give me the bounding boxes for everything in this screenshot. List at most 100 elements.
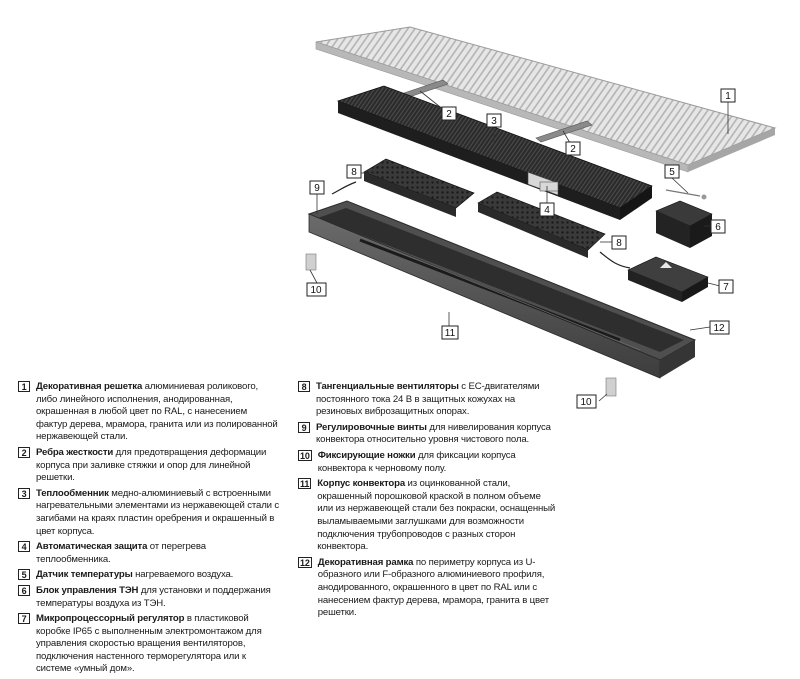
legend-title: Ребра жесткости bbox=[36, 446, 114, 458]
legend-text: Автоматическая защита от перегрева тепло… bbox=[36, 541, 280, 566]
callout-2b: 2 bbox=[565, 141, 581, 156]
legend-number: 2 bbox=[18, 446, 30, 458]
legend-item: 10 Фиксирующие ножки для фиксации корпуса… bbox=[298, 449, 556, 475]
callout-1: 1 bbox=[720, 88, 736, 103]
legend-text: Корпус конвектора из оцинкованной стали,… bbox=[317, 478, 556, 554]
legend-description: для установки и поддержания температуры … bbox=[36, 584, 271, 609]
legend-item: 1 Декоративная решетка алюминиевая ролико… bbox=[18, 381, 280, 444]
legend-item: 12 Декоративная рамка по периметру корпус… bbox=[298, 556, 556, 620]
legend-title: Датчик температуры bbox=[36, 569, 133, 581]
legend-item: 8 Тангенциальные вентиляторы с EC-двигате… bbox=[298, 381, 556, 419]
legend-left-column: 1 Декоративная решетка алюминиевая ролико… bbox=[18, 381, 280, 679]
legend-number: 5 bbox=[18, 569, 30, 581]
legend-text: Микропроцессорный регулятор в пластиково… bbox=[36, 613, 280, 676]
legend-text: Тангенциальные вентиляторы с EC-двигател… bbox=[316, 381, 556, 419]
legend-text: Теплообменник медно-алюминиевый с встрое… bbox=[36, 488, 280, 538]
legend-number: 9 bbox=[298, 421, 310, 433]
legend-title: Корпус конвектора bbox=[317, 478, 406, 490]
legend-item: 4 Автоматическая защита от перегрева тепл… bbox=[18, 541, 280, 566]
svg-text:7: 7 bbox=[723, 282, 729, 293]
callout-3: 3 bbox=[486, 113, 502, 128]
legend-text: Декоративная решетка алюминиевая роликов… bbox=[36, 381, 280, 444]
legend-description: алюминиевая роликового, либо линейного и… bbox=[36, 381, 278, 443]
svg-text:10: 10 bbox=[580, 397, 592, 408]
fixing-leg bbox=[305, 253, 617, 397]
legend-text: Блок управления ТЭН для установки и подд… bbox=[36, 585, 280, 610]
legend-number: 4 bbox=[18, 541, 30, 553]
legend-number: 1 bbox=[18, 381, 30, 392]
legend-item: 6 Блок управления ТЭН для установки и под… bbox=[18, 584, 280, 610]
callout-6: 6 bbox=[710, 219, 726, 234]
tangential-fan bbox=[331, 158, 631, 269]
svg-text:2: 2 bbox=[570, 144, 576, 155]
legend-number: 10 bbox=[298, 449, 312, 461]
decorative-grate bbox=[315, 26, 777, 173]
legend-title: Декоративная решетка bbox=[36, 381, 143, 392]
svg-text:10: 10 bbox=[310, 285, 322, 296]
callout-2: 2 bbox=[441, 106, 457, 121]
legend-title: Теплообменник bbox=[36, 487, 109, 499]
svg-text:8: 8 bbox=[616, 238, 622, 249]
svg-text:9: 9 bbox=[314, 183, 320, 194]
svg-text:4: 4 bbox=[544, 205, 550, 216]
svg-text:8: 8 bbox=[351, 167, 357, 178]
legend-number: 3 bbox=[18, 487, 30, 499]
microprocessor-controller bbox=[627, 256, 709, 302]
legend-item: 5 Датчик температуры нагреваемого воздуха… bbox=[18, 569, 280, 582]
legend-number: 11 bbox=[298, 478, 312, 490]
svg-text:11: 11 bbox=[445, 328, 456, 339]
svg-text:1: 1 bbox=[725, 91, 731, 102]
legend-title: Декоративная рамка bbox=[317, 556, 414, 568]
callout-8: 8 bbox=[346, 164, 362, 179]
legend-number: 6 bbox=[18, 584, 30, 596]
svg-text:6: 6 bbox=[715, 222, 721, 233]
callout-4: 4 bbox=[539, 202, 555, 217]
convector-body bbox=[307, 200, 697, 379]
legend-description: нагреваемого воздуха. bbox=[132, 569, 234, 581]
legend-text: Декоративная рамка по периметру корпуса … bbox=[318, 557, 556, 620]
callout-10: 10 bbox=[306, 282, 327, 297]
legend-description: из оцинкованной стали, окрашенный порошк… bbox=[317, 478, 556, 553]
overheat-protection bbox=[539, 181, 559, 192]
legend-text: Датчик температуры нагреваемого воздуха. bbox=[36, 569, 280, 582]
callout-10b: 10 bbox=[576, 394, 597, 409]
callout-7: 7 bbox=[718, 279, 734, 294]
temperature-sensor bbox=[665, 189, 707, 200]
legend-number: 8 bbox=[298, 381, 310, 392]
legend-number: 12 bbox=[298, 556, 312, 568]
svg-text:12: 12 bbox=[713, 323, 725, 334]
legend-number: 7 bbox=[18, 613, 30, 625]
legend-description: от перегрева теплообменника. bbox=[36, 541, 206, 565]
legend-text: Регулировочные винты для нивелирования к… bbox=[316, 422, 556, 447]
legend-item: 2 Ребра жесткости для предотвращения дефо… bbox=[18, 446, 280, 485]
legend-description: для нивелирования корпуса конвектора отн… bbox=[316, 421, 551, 446]
legend-item: 7 Микропроцессорный регулятор в пластиков… bbox=[18, 613, 280, 676]
svg-text:3: 3 bbox=[491, 116, 497, 127]
legend-right-column: 8 Тангенциальные вентиляторы с EC-двигате… bbox=[298, 381, 556, 623]
callout-8b: 8 bbox=[611, 235, 627, 250]
legend-title: Тангенциальные вентиляторы bbox=[316, 381, 459, 392]
legend-description: с EC-двигателями постоянного тока 24 В в… bbox=[316, 381, 540, 418]
callout-12: 12 bbox=[709, 320, 730, 335]
svg-text:2: 2 bbox=[446, 109, 452, 120]
callout-9: 9 bbox=[309, 180, 325, 195]
legend-description: медно-алюминиевый с встроенными нагреват… bbox=[36, 487, 280, 537]
heater-control-unit bbox=[655, 200, 713, 248]
legend-text: Ребра жесткости для предотвращения дефор… bbox=[36, 447, 280, 485]
legend-description: для фиксации корпуса конвектора к чернов… bbox=[317, 449, 516, 474]
legend-text: Фиксирующие ножки для фиксации корпуса к… bbox=[318, 450, 556, 475]
legend-title: Фиксирующие ножки bbox=[317, 449, 416, 461]
callout-5: 5 bbox=[664, 164, 680, 179]
legend-item: 3 Теплообменник медно-алюминиевый с встро… bbox=[18, 487, 280, 538]
legend-title: Блок управления ТЭН bbox=[36, 584, 139, 596]
exploded-convector-diagram: 1 2 3 2 4 5 6 7 8 8 9 10 10 11 12 bbox=[305, 26, 777, 409]
legend-title: Автоматическая защита bbox=[36, 541, 148, 553]
legend-item: 9 Регулировочные винты для нивелирования … bbox=[298, 421, 556, 447]
legend-title: Микропроцессорный регулятор bbox=[36, 613, 185, 625]
callout-11: 11 bbox=[441, 325, 459, 340]
legend-description: для предотвращения деформации корпуса пр… bbox=[36, 446, 267, 484]
svg-text:5: 5 bbox=[669, 167, 675, 178]
legend-title: Регулировочные винты bbox=[316, 421, 427, 433]
legend-item: 11 Корпус конвектора из оцинкованной стал… bbox=[298, 478, 556, 554]
legend-description: по периметру корпуса из U-образного или … bbox=[317, 556, 549, 619]
